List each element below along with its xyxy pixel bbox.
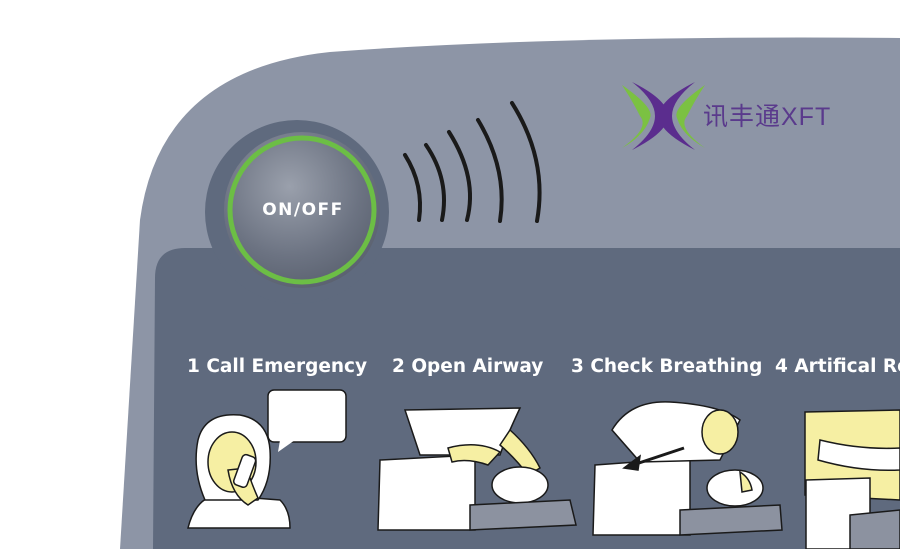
instruction-panel bbox=[153, 248, 900, 549]
xft-logo-icon bbox=[622, 82, 705, 150]
power-button-label[interactable]: ON/OFF bbox=[262, 200, 344, 220]
artificial-respiration-illustration bbox=[804, 409, 900, 549]
brand-name: 讯丰通XFT bbox=[703, 103, 832, 131]
power-button[interactable] bbox=[205, 120, 389, 304]
check-breathing-illustration bbox=[592, 401, 783, 536]
phone-call-illustration bbox=[187, 389, 347, 529]
sound-wave-icon bbox=[403, 101, 542, 223]
step-2-label: 2 Open Airway bbox=[392, 356, 544, 377]
step-1-label: 1 Call Emergency bbox=[187, 356, 368, 377]
step-4-label: 4 Artifical Res bbox=[775, 356, 900, 377]
open-airway-illustration bbox=[377, 407, 577, 531]
step-3-label: 3 Check Breathing bbox=[571, 356, 763, 377]
